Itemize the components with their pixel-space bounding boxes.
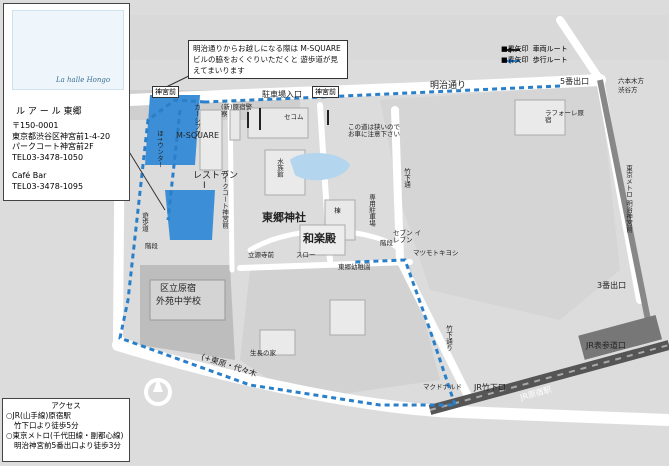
legend-blue-arrow: ■青矢印 [501, 56, 529, 64]
label-takeshita: 竹下通 [402, 168, 411, 188]
label-tokyo-metro: 東京メトロ 明治神宮前 [624, 165, 633, 233]
label-kaidan: 階段 [380, 239, 393, 247]
label-exit5: 5番出口 [560, 77, 590, 86]
walk-route [118, 84, 561, 407]
building-south [329, 299, 366, 336]
legend-black-route: 車両ルート [532, 45, 568, 53]
road-cross [237, 259, 413, 271]
label-waraku: 和楽殿 [303, 232, 336, 245]
access-line2: 竹下口より徒歩5分 [14, 421, 79, 430]
msquare-building [145, 95, 200, 165]
label-parkcourt: パークコート神宮前 [220, 170, 229, 229]
info-pointer [127, 149, 166, 211]
building-restaurant-i [199, 109, 223, 171]
label-seven: セブン イレブン [393, 229, 422, 244]
access-line4: 明治神宮前5番出口より徒歩3分 [14, 441, 121, 450]
building-waraku [299, 224, 346, 256]
legend-blue-route: 歩行ルート [532, 56, 568, 64]
venue-name: ル ア ー ル 東郷 [16, 107, 82, 117]
label-carl: カーシブフ [192, 104, 201, 137]
legend-walk: ■青矢印 歩行ルート [473, 55, 568, 66]
label-seiyo: 生長の家 [250, 349, 276, 357]
label-slope: スロー [296, 251, 316, 259]
legend: ■黒矢印 車両ルート ■青矢印 歩行ルート [473, 44, 568, 66]
compass-icon [144, 378, 172, 406]
label-shibuya: 渋谷方 [618, 86, 638, 94]
railway [428, 79, 669, 415]
building-laforet [514, 99, 566, 136]
zip: 〒150-0001 [12, 121, 59, 130]
label-seicom: セコム [284, 113, 304, 121]
address-line1: 東京都渋谷区神宮前1-4-20 [12, 131, 111, 141]
label-roppongi: 六本木方 [618, 77, 644, 85]
cafe-tel: TEL03-3478-1095 [12, 181, 84, 191]
address-line2: パークコート神宮前2F [12, 142, 94, 151]
label-gaien: 外苑中学校 [156, 297, 202, 307]
label-exit3: 3番出口 [597, 281, 627, 290]
vehicle-route [247, 108, 329, 130]
label-ent-road: 駐車場入口 [262, 90, 302, 99]
access-line3: ○東京メトロ(千代田線・副都心線) [6, 431, 124, 440]
label-msquare: M-SQUARE [176, 131, 220, 140]
label-jr-takeshita: JR竹下口 [474, 383, 506, 392]
venue-address: 〒150-0001 東京都渋谷区神宮前1-4-20 パークコート神宮前2F TE… [12, 121, 110, 192]
building-police [229, 109, 241, 141]
block-east [380, 85, 620, 320]
label-yuho: 遊歩道 [140, 212, 149, 232]
label-suien: 水族館 [275, 158, 284, 178]
label-jingumae-int2: 神宮前 [312, 86, 339, 98]
restaurant-building [165, 190, 215, 240]
building-seiyo [259, 329, 296, 356]
label-matsumoto: マツモトキヨシ [413, 249, 459, 257]
label-shin-harajuku: (新)原宿警察 [221, 103, 253, 118]
label-mcdonald: マクドナルド [423, 383, 462, 391]
access-box: アクセス ○JR(山手線)原宿駅 竹下口より徒歩5分 ○東京メトロ(千代田線・副… [2, 398, 130, 462]
label-parking: 専用駐車場 [367, 194, 376, 227]
access-title: アクセス [51, 401, 81, 410]
access-line1: ○JR(山手線)原宿駅 [6, 411, 71, 420]
label-restaurant-i: I [203, 181, 206, 191]
pond [290, 153, 350, 181]
venue-photo [12, 10, 124, 90]
label-narrow: この道は狭いので お車に注意下さい [348, 123, 400, 138]
label-jr-omote: JR表参道口 [586, 341, 626, 350]
legend-black-arrow: ■黒矢印 [501, 45, 529, 53]
building-school [149, 279, 226, 321]
label-togo-shrine: 東郷神社 [262, 211, 306, 224]
label-uhunki: ほ↑ウンター [155, 130, 164, 168]
label-meiji-dori: 明治通り [430, 81, 467, 91]
label-laforet: ラフォーレ原宿 [545, 109, 584, 124]
label-jingumae-int: 神宮前 [152, 86, 179, 98]
tel: TEL03-3478-1050 [12, 152, 84, 162]
label-ryogoku: 立源寺前 [248, 251, 274, 259]
label-stairs: 階段 [145, 242, 158, 250]
label-takeshita-dori: 竹下通り [444, 325, 453, 351]
callout-note: 明治通りからお越しになる際は M-SQUAREビルの脇をおくぐりいただくと 遊歩… [188, 40, 348, 79]
cafe-label: Café Bar [12, 171, 47, 180]
venue-logo: La halle Hongo [56, 76, 111, 84]
legend-vehicle: ■黒矢印 車両ルート [473, 44, 568, 55]
label-restaurant: レストラン [193, 171, 239, 181]
label-kuritsu: 区立原宿 [160, 284, 197, 294]
legend-arrows [506, 47, 520, 64]
building-secom [247, 107, 309, 139]
info-box: La halle Hongo ル ア ー ル 東郷 〒150-0001 東京都渋… [3, 3, 130, 201]
label-bldg: 棟 [332, 207, 341, 214]
label-toritsu: 東郷幼稚園 [338, 263, 371, 271]
